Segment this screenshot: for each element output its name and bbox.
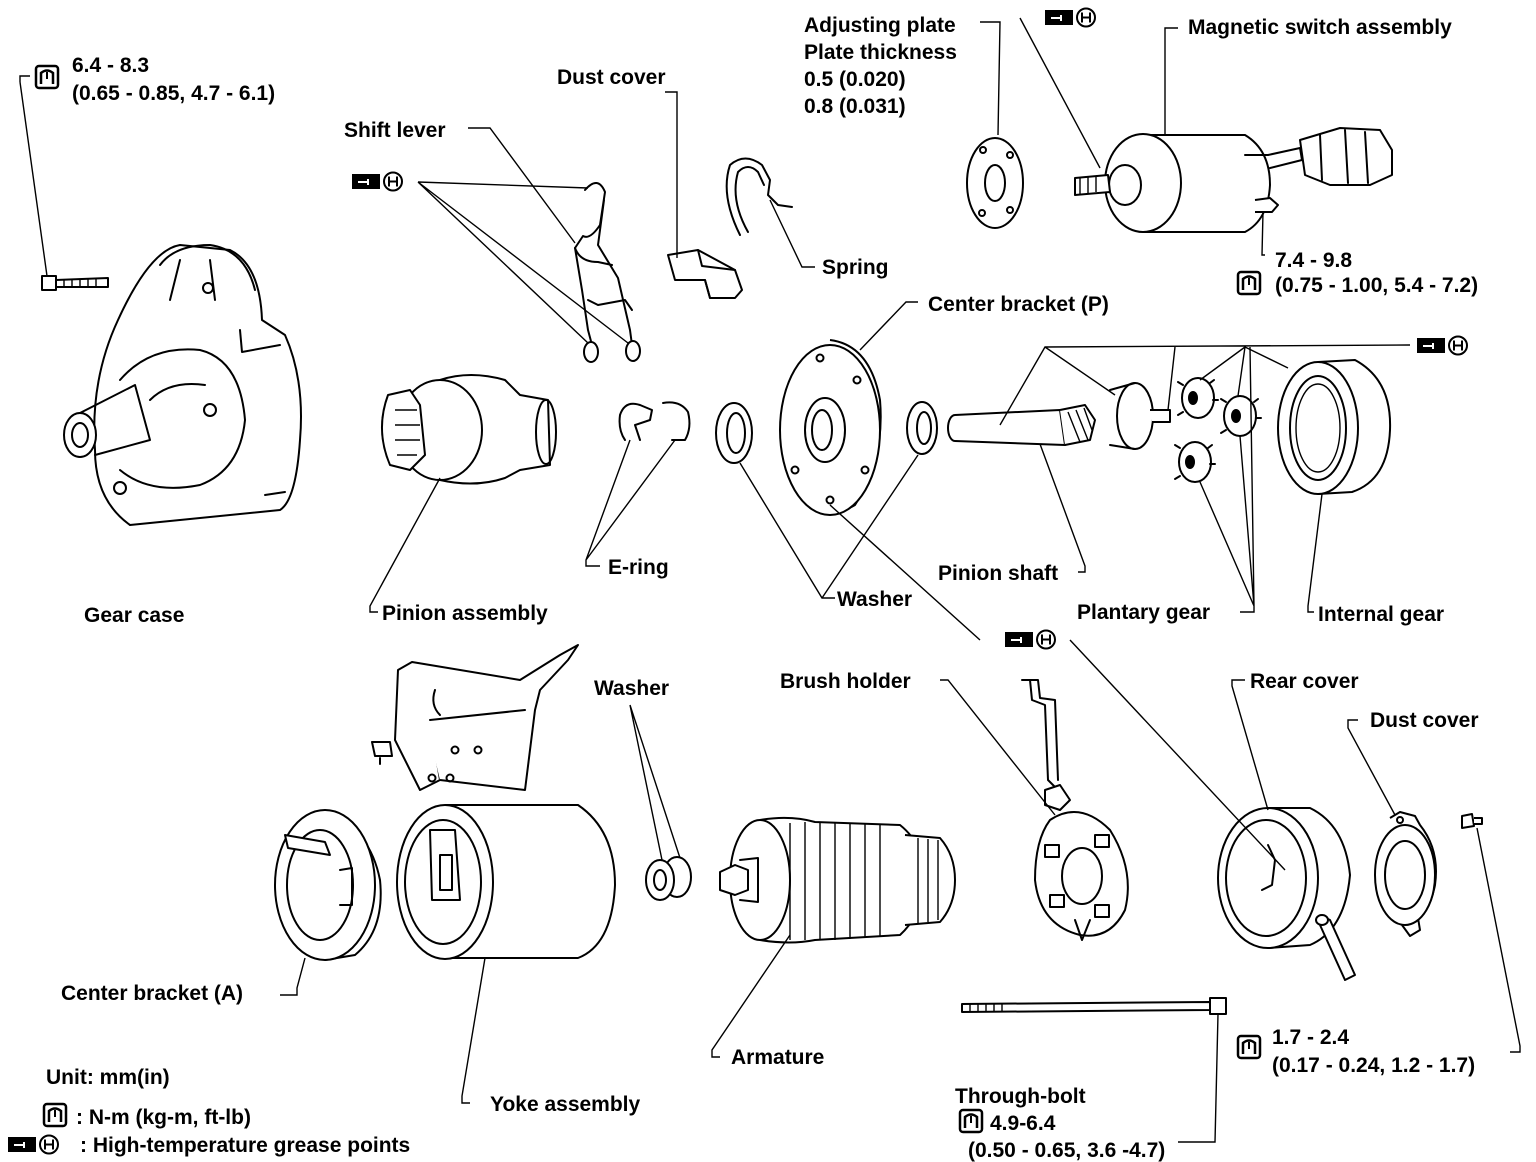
gear-case-bolt (41, 275, 109, 291)
internal-gear-part (1277, 359, 1392, 495)
plate-thickness-label: Plate thickness (804, 41, 957, 64)
legend-unit: Unit: mm(in) (46, 1066, 170, 1089)
e-ring-part (618, 401, 691, 441)
washer-mid-left (715, 402, 753, 464)
plate-thickness-value-2: 0.8 (0.031) (804, 95, 906, 118)
pinion-assembly-label: Pinion assembly (382, 602, 548, 625)
magnetic-switch-part (1074, 127, 1393, 233)
planetary-gear-part-3 (1174, 441, 1216, 483)
shift-lever-part (574, 182, 641, 363)
spring-label: Spring (822, 256, 889, 279)
plate-thickness-value-1: 0.5 (0.020) (804, 68, 906, 91)
brush-holder-part (1021, 679, 1129, 941)
through-bolt-part (961, 997, 1227, 1015)
torque-wrench-icon (958, 1108, 984, 1134)
torque-mag-switch-alt: (0.75 - 1.00, 5.4 - 7.2) (1275, 274, 1478, 297)
rear-cover-label: Rear cover (1250, 670, 1359, 693)
yoke-assembly-label: Yoke assembly (490, 1093, 641, 1116)
armature-label: Armature (731, 1046, 824, 1069)
torque-rear-cover-alt: (0.17 - 0.24, 1.2 - 1.7) (1272, 1054, 1475, 1077)
rear-cover-part (1217, 807, 1356, 981)
torque-gear-case-bolt-nm: 6.4 - 8.3 (72, 54, 149, 77)
planetary-gear-label: Plantary gear (1077, 601, 1210, 624)
armature-part (719, 816, 956, 944)
grease-gun-icon (1004, 629, 1056, 650)
pinion-shaft-label: Pinion shaft (938, 562, 1058, 585)
center-bracket-p-part (779, 339, 882, 516)
through-bolt-label: Through-bolt (955, 1085, 1086, 1108)
dust-cover-top-label: Dust cover (557, 66, 666, 89)
spring-part (725, 157, 793, 236)
rear-cover-screw (1461, 813, 1483, 829)
dust-cover-part (667, 249, 743, 299)
torque-rear-cover-nm: 1.7 - 2.4 (1272, 1026, 1349, 1049)
adjusting-plate-part (966, 137, 1024, 229)
planetary-gear-part-1 (1177, 377, 1219, 419)
shift-lever-label: Shift lever (344, 119, 446, 142)
center-bracket-a-part (274, 809, 382, 961)
brush-holder-label: Brush holder (780, 670, 911, 693)
center-bracket-a-label: Center bracket (A) (61, 982, 243, 1005)
grease-gun-icon (1044, 7, 1096, 28)
legend-grease: : High-temperature grease points (80, 1134, 410, 1157)
torque-through-bolt-alt: (0.50 - 0.65, 3.6 -4.7) (968, 1139, 1165, 1162)
leader-lines (19, 17, 1521, 1143)
dust-cover-right-label: Dust cover (1370, 709, 1479, 732)
torque-wrench-icon (42, 1102, 68, 1128)
grease-gun-icon (1416, 335, 1468, 356)
torque-through-bolt-nm: 4.9-6.4 (990, 1112, 1056, 1135)
torque-wrench-icon (1236, 270, 1262, 296)
gear-case-label: Gear case (84, 604, 184, 627)
torque-mag-switch-nm: 7.4 - 9.8 (1275, 249, 1352, 272)
e-ring-label: E-ring (608, 556, 669, 579)
torque-wrench-icon (34, 64, 60, 90)
planetary-gear-part-2 (1220, 395, 1262, 437)
torque-gear-case-bolt-alt: (0.65 - 0.85, 4.7 - 6.1) (72, 82, 275, 105)
yoke-assembly-part (396, 804, 616, 960)
torque-wrench-icon (1236, 1034, 1262, 1060)
center-bracket-p-label: Center bracket (P) (928, 293, 1109, 316)
dust-cover-right-part (1374, 811, 1437, 937)
washer-mid-label: Washer (837, 588, 912, 611)
legend-torque-unit: : N-m (kg-m, ft-lb) (76, 1106, 251, 1129)
adjusting-plate-label: Adjusting plate (804, 14, 956, 37)
heat-shield-part (371, 644, 579, 791)
washer-lower-pair (645, 856, 692, 901)
internal-gear-label: Internal gear (1318, 603, 1444, 626)
washer-mid-right (906, 401, 938, 455)
pinion-assembly-part (380, 374, 557, 485)
grease-gun-icon (7, 1134, 59, 1155)
pinion-shaft-part (947, 382, 1171, 450)
washer-lower-label: Washer (594, 677, 669, 700)
magnetic-switch-label: Magnetic switch assembly (1188, 16, 1452, 39)
grease-gun-icon (351, 171, 403, 192)
gear-case-part (63, 244, 302, 526)
